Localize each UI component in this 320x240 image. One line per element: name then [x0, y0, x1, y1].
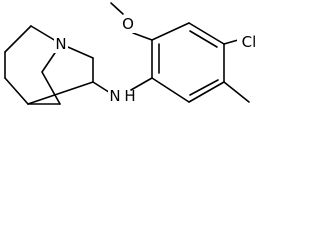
bond-ring-cl: [223, 39, 239, 45]
amine-bonds: [92, 77, 153, 97]
ring-double-bond-inner-3: [189, 79, 219, 96]
chemical-structure: N N H O Cl: [4, 2, 261, 105]
ring-bond-c5-c6: [188, 81, 225, 103]
aryl-ring-bonds: [151, 22, 225, 103]
label-methoxy-o: O: [122, 15, 134, 33]
bond-ring-o: [132, 32, 153, 41]
substituent-bonds: [110, 2, 250, 103]
bond-o-methyl: [110, 2, 124, 15]
label-amine-n: N: [109, 87, 120, 105]
ring-bond-c3-c4: [188, 22, 225, 45]
label-quinuclidine-n: N: [55, 35, 66, 53]
ring-bond-c2-c3: [151, 22, 190, 41]
bond-ring-methyl: [223, 81, 250, 103]
quinuclidine-bonds: [4, 25, 94, 105]
ring-bond-c6-c1: [151, 77, 190, 103]
bond-c5-c6: [41, 71, 61, 105]
bond-c8-bridgehead: [27, 81, 94, 105]
label-chloro: Cl: [242, 33, 257, 51]
bond-c2-c3: [4, 25, 32, 53]
atom-labels: N N H O Cl: [54, 15, 261, 105]
bond-nh-ring: [130, 77, 153, 91]
ring-double-bond-inner-2: [189, 30, 218, 48]
label-amine-h: H: [124, 87, 135, 105]
bond-c4-bridgehead: [4, 77, 29, 105]
